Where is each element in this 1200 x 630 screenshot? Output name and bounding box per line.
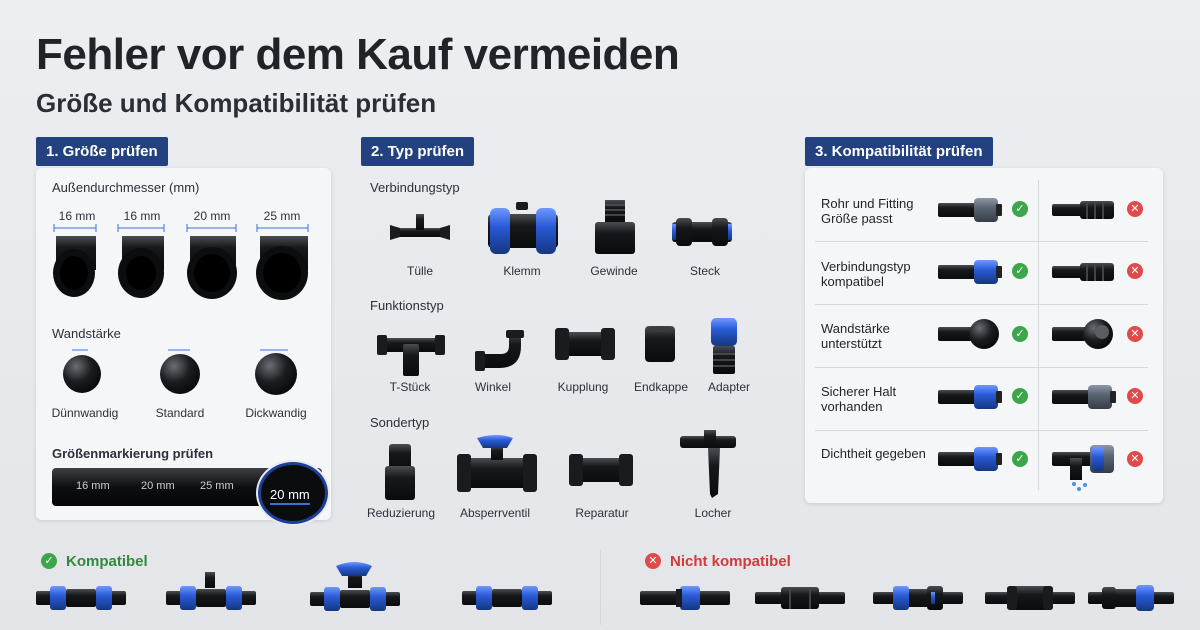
divider bbox=[600, 550, 601, 625]
divider bbox=[815, 241, 1148, 242]
section3-badge: 3. Kompatibilität prüfen bbox=[805, 137, 993, 166]
fitting-icon bbox=[938, 198, 1002, 222]
wall-thickness-illustration bbox=[63, 349, 297, 395]
coupler-illustration bbox=[36, 586, 126, 610]
coupler-illustration bbox=[640, 586, 730, 610]
size-label: 20 mm bbox=[193, 209, 231, 223]
connection-type-label: Verbindungstyp bbox=[370, 180, 460, 195]
check-icon: ✓ bbox=[1012, 201, 1028, 217]
connection-types-illustration bbox=[390, 200, 732, 254]
pipe-wall-icon bbox=[1052, 319, 1113, 349]
check-row-label: Wandstärke unterstützt bbox=[821, 321, 890, 351]
check-icon: ✓ bbox=[1012, 263, 1028, 279]
special-type-label: Reparatur bbox=[575, 506, 629, 520]
fitting-icon bbox=[938, 260, 1002, 284]
wall-thickness-label: Wandstärke bbox=[52, 326, 121, 341]
func-type-label: Endkappe bbox=[633, 380, 689, 394]
cross-icon: ✕ bbox=[1127, 388, 1143, 404]
pipe-wall-icon bbox=[938, 319, 999, 349]
outer-diameter-label: Außendurchmesser (mm) bbox=[52, 180, 200, 195]
divider bbox=[815, 304, 1148, 305]
valve-coupler-illustration bbox=[310, 562, 400, 611]
divider bbox=[1038, 180, 1039, 490]
fitting-icon bbox=[1052, 385, 1116, 409]
conn-type-label: Gewinde bbox=[590, 264, 638, 278]
size-label: 16 mm bbox=[123, 209, 161, 223]
coupler-illustration bbox=[1088, 585, 1174, 611]
page-subtitle: Größe und Kompatibilität prüfen bbox=[36, 88, 437, 118]
check-row-label: Sicherer Halt vorhanden bbox=[821, 384, 897, 414]
page-title: Fehler vor dem Kauf vermeiden bbox=[36, 30, 680, 79]
pipe-mark: 20 mm bbox=[141, 480, 175, 492]
magnifier-icon bbox=[258, 462, 328, 524]
wall-label: Standard bbox=[155, 406, 205, 420]
conn-type-label: Steck bbox=[689, 264, 720, 278]
check-icon: ✓ bbox=[1012, 326, 1028, 342]
divider bbox=[815, 367, 1148, 368]
fitting-icon bbox=[1052, 263, 1114, 281]
not-compatible-label: Nicht kompatibel bbox=[670, 553, 791, 570]
check-row-label: Dichtheit gegeben bbox=[821, 446, 926, 461]
cross-icon: ✕ bbox=[1127, 201, 1143, 217]
size-label: 16 mm bbox=[58, 209, 96, 223]
special-types-illustration bbox=[385, 430, 736, 500]
leaking-tee-icon bbox=[1052, 445, 1114, 491]
function-type-label: Funktionstyp bbox=[370, 298, 444, 313]
pipe-mark: 16 mm bbox=[76, 480, 110, 492]
check-icon: ✓ bbox=[1012, 388, 1028, 404]
section1-badge: 1. Größe prüfen bbox=[36, 137, 168, 166]
check-icon: ✓ bbox=[41, 553, 57, 569]
fitting-icon bbox=[1052, 201, 1114, 219]
check-row-label: Rohr und Fitting Größe passt bbox=[821, 196, 914, 226]
wall-label: Dünnwandig bbox=[51, 406, 119, 420]
pipe-mark: 25 mm bbox=[200, 480, 234, 492]
special-type-label: Absperrventil bbox=[459, 506, 531, 520]
func-type-label: Kupplung bbox=[557, 380, 609, 394]
pipe-ends-illustration bbox=[53, 224, 309, 300]
size-label: 25 mm bbox=[263, 209, 301, 223]
func-type-label: Adapter bbox=[707, 380, 751, 394]
coupler-illustration bbox=[873, 586, 963, 610]
compatible-label: Kompatibel bbox=[66, 553, 148, 570]
fitting-icon bbox=[938, 447, 1002, 471]
check-row-label: Verbindungstyp kompatibel bbox=[821, 259, 911, 289]
fitting-icon bbox=[938, 385, 1002, 409]
zoom-mark: 20 mm bbox=[270, 487, 310, 505]
coupler-illustration bbox=[755, 587, 845, 609]
conn-type-label: Tülle bbox=[406, 264, 433, 278]
cross-icon: ✕ bbox=[1127, 263, 1143, 279]
conn-type-label: Klemm bbox=[503, 264, 541, 278]
size-marking-label: Größenmarkierung prüfen bbox=[52, 446, 214, 461]
cross-icon: ✕ bbox=[645, 553, 661, 569]
cross-icon: ✕ bbox=[1127, 451, 1143, 467]
section1-panel bbox=[36, 168, 331, 520]
func-type-label: T-Stück bbox=[389, 380, 431, 394]
wall-label: Dickwandig bbox=[245, 406, 307, 420]
special-type-label: Sondertyp bbox=[370, 415, 430, 430]
section2-badge: 2. Typ prüfen bbox=[361, 137, 475, 166]
coupler-illustration bbox=[985, 586, 1075, 610]
func-type-label: Winkel bbox=[474, 380, 511, 394]
check-icon: ✓ bbox=[1012, 451, 1028, 467]
special-type-label: Reduzierung bbox=[366, 506, 436, 520]
special-type-label: Locher bbox=[694, 506, 732, 520]
coupler-illustration bbox=[462, 586, 552, 610]
function-types-illustration bbox=[377, 318, 737, 376]
tee-coupler-illustration bbox=[166, 572, 256, 610]
divider bbox=[815, 430, 1148, 431]
cross-icon: ✕ bbox=[1127, 326, 1143, 342]
